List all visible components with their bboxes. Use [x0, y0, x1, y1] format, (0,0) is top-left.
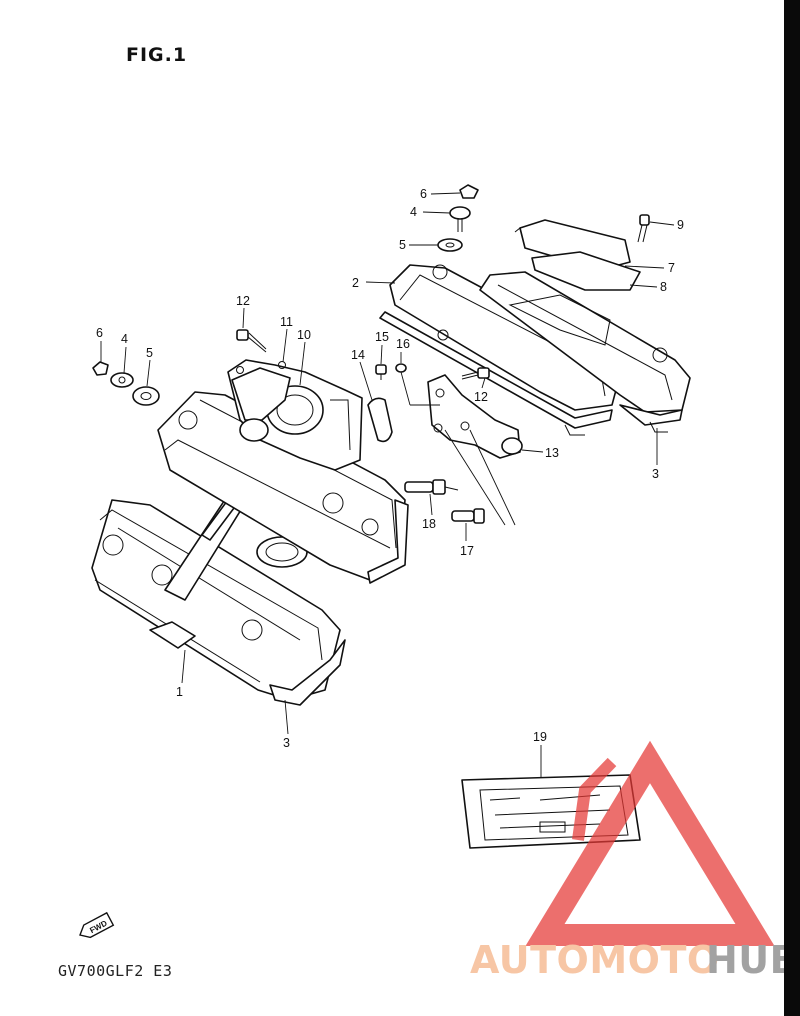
- cylinder-head-cover-front: [91, 499, 346, 706]
- washer-5-right: [437, 238, 463, 252]
- sensor-17: [451, 508, 485, 524]
- callout-5: 5: [146, 346, 153, 360]
- callout-4: 4: [121, 332, 128, 346]
- callout-15: 15: [375, 330, 389, 344]
- sensor-18: [404, 479, 459, 495]
- bolt-12-right: [461, 367, 490, 380]
- callout-13: 13: [545, 446, 559, 460]
- callout-6: 6: [420, 187, 427, 201]
- callout-7: 7: [668, 261, 675, 275]
- callout-4: 4: [410, 205, 417, 219]
- caution-label-19: [461, 774, 641, 849]
- callout-11: 11: [280, 315, 293, 329]
- callout-1: 1: [176, 685, 183, 699]
- fwd-arrow: FWD: [79, 911, 115, 939]
- bolt-15: [375, 364, 387, 380]
- bolt-12-left: [236, 329, 267, 353]
- callout-8: 8: [660, 280, 667, 294]
- figure-title: FIG.1: [126, 44, 188, 66]
- callout-19: 19: [533, 730, 547, 744]
- callout-12: 12: [236, 294, 250, 308]
- callout-labels: 1 3 2 3 6 4 5 12 11 10 14 15 16 12 13 18…: [96, 187, 684, 750]
- callout-14: 14: [351, 348, 365, 362]
- cap-6-left: [92, 361, 109, 376]
- callout-2: 2: [352, 276, 359, 290]
- callout-12: 12: [474, 390, 488, 404]
- callout-10: 10: [297, 328, 311, 342]
- washer-5-left: [132, 386, 160, 406]
- callout-18: 18: [422, 517, 436, 531]
- bolt-9: [637, 214, 650, 243]
- cylinder-head-cover-right: [379, 264, 691, 436]
- leader-lines: [100, 192, 675, 778]
- thermostat-housing: [227, 359, 363, 471]
- callout-3: 3: [652, 467, 659, 481]
- callout-6: 6: [96, 326, 103, 340]
- breather-cover: [514, 219, 641, 291]
- bolt-4-right: [449, 206, 471, 232]
- watermark-text-hub: HUB: [706, 938, 784, 982]
- water-pipe-bracket: [427, 374, 523, 459]
- watermark-text-automoto: AUTOMOTO: [470, 938, 720, 982]
- callout-3: 3: [283, 736, 290, 750]
- callout-16: 16: [396, 337, 410, 351]
- callout-5: 5: [399, 238, 406, 252]
- watermark-logo: AUTOMOTO HUB: [470, 740, 784, 982]
- o-ring-14: [367, 397, 393, 443]
- washer-16: [395, 363, 407, 373]
- callout-17: 17: [460, 544, 474, 558]
- callout-9: 9: [677, 218, 684, 232]
- model-code: GV700GLF2 E3: [58, 962, 173, 980]
- right-edge-bar: [784, 0, 800, 1016]
- bolt-4-left: [110, 372, 134, 388]
- cap-6-right: [459, 184, 479, 199]
